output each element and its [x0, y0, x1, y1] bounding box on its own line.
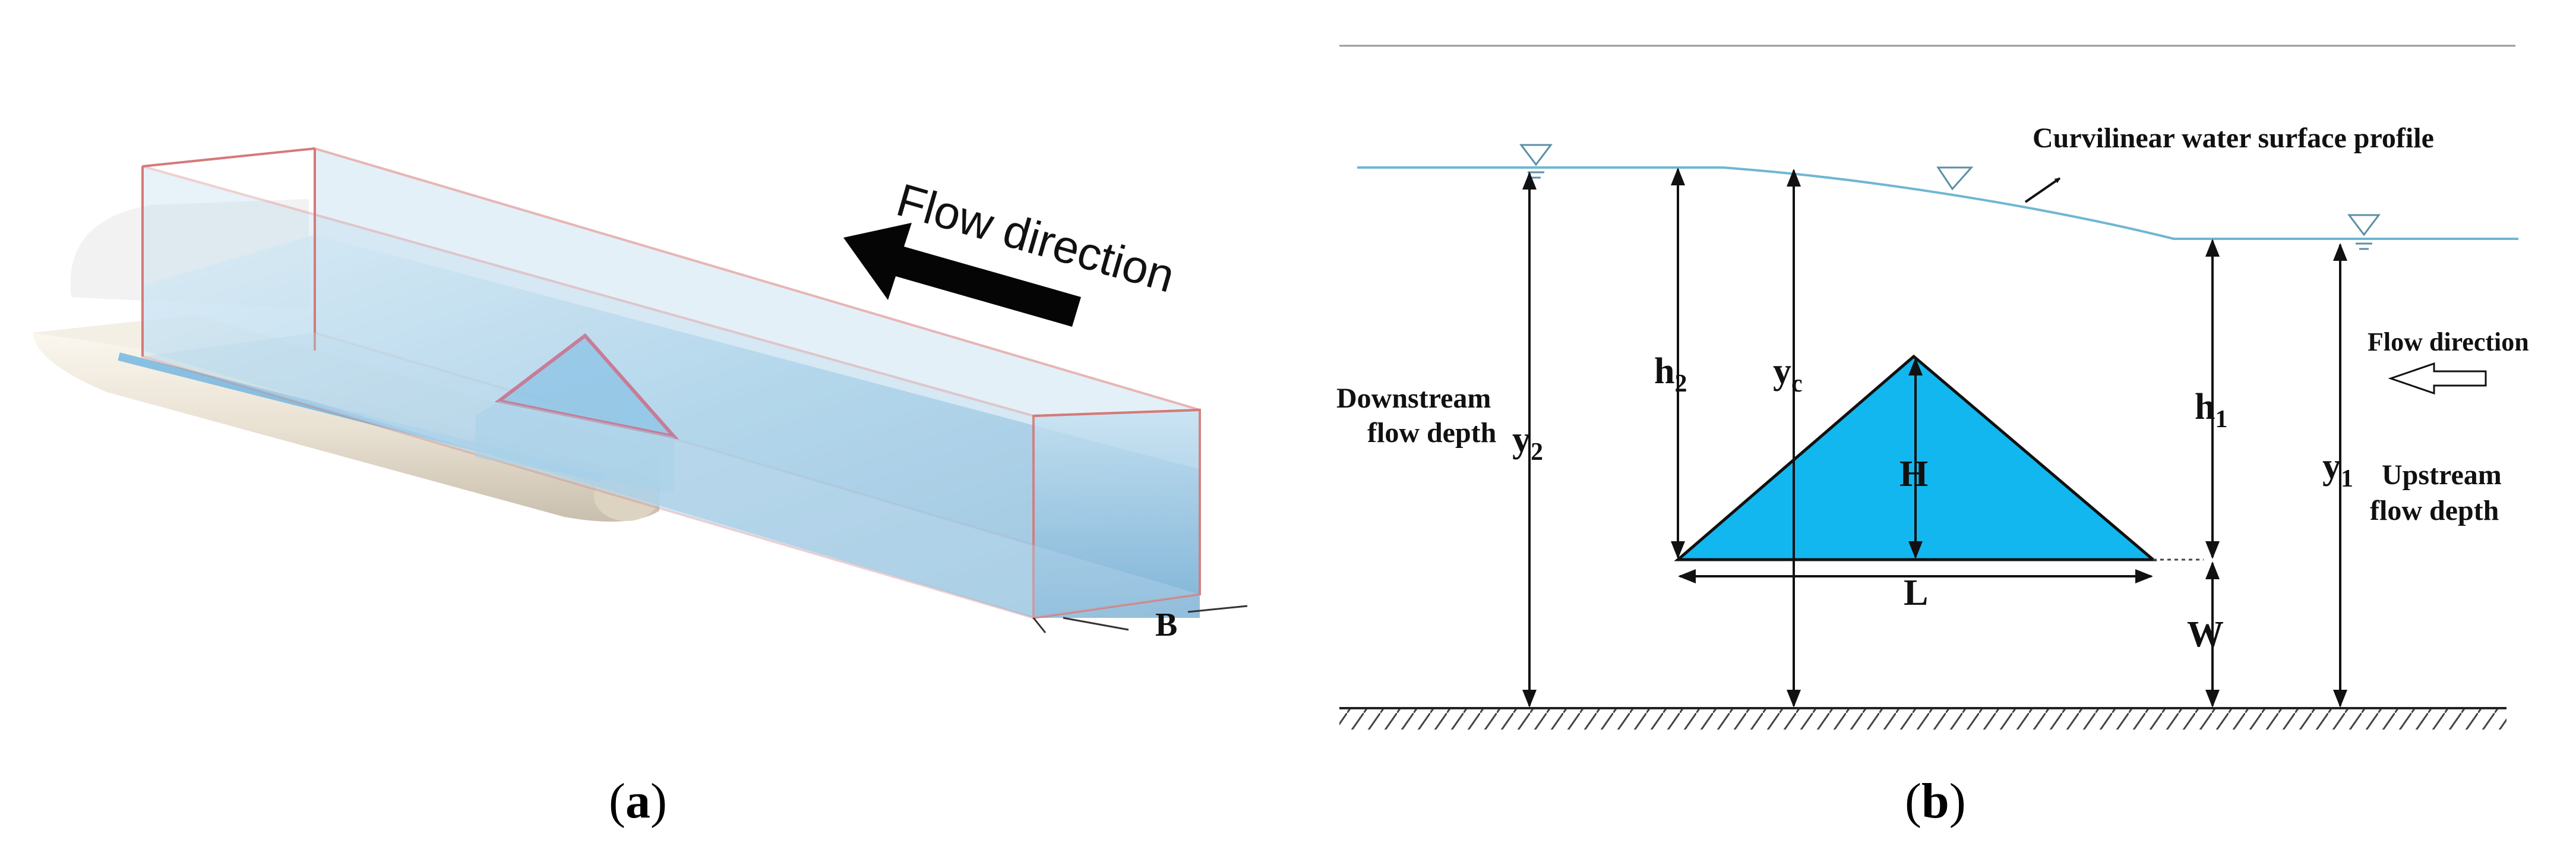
- symbol-W: W: [2187, 614, 2224, 655]
- flow-direction-label-b: Flow direction: [2368, 327, 2529, 356]
- panel-a-channel-illustration: Flow direction B: [33, 147, 1248, 643]
- panel-label-b: (b): [1905, 774, 1966, 829]
- symbol-y1: y1: [2322, 446, 2353, 493]
- upstream-flow-depth-label-1: Upstream: [2382, 459, 2502, 491]
- downstream-flow-depth-label-1: Downstream: [1336, 383, 1491, 414]
- symbol-H: H: [1899, 454, 1928, 494]
- width-symbol-b: B: [1155, 607, 1177, 643]
- upstream-water-level-marker: [2347, 214, 2381, 250]
- water-surface-profile: [1357, 166, 2518, 240]
- profile-pointer-arrow: [2024, 177, 2061, 203]
- symbol-L: L: [1904, 573, 1928, 613]
- symbol-h1: h1: [2195, 387, 2227, 433]
- triangular-weir-3d: [475, 333, 679, 493]
- flow-direction-hollow-arrow: [2388, 362, 2487, 395]
- downstream-flow-depth-label-2: flow depth: [1367, 417, 1496, 449]
- symbol-yc: yc: [1773, 351, 1803, 397]
- channel-bed: [1339, 707, 2507, 730]
- panel-label-a: (a): [609, 774, 667, 829]
- flow-direction-arrow-3d: [843, 223, 1081, 327]
- symbol-h2: h2: [1654, 351, 1687, 397]
- width-dimension-b: [1032, 605, 1248, 633]
- downstream-water-level-marker: [1519, 144, 1553, 179]
- profile-water-level-marker: [1936, 166, 1974, 191]
- upstream-flow-depth-label-2: flow depth: [2370, 495, 2499, 526]
- symbol-y2: y2: [1512, 419, 1543, 466]
- panel-b-weir-schematic: Curvilinear water surface profile y2 h2 …: [1336, 45, 2529, 730]
- outlet-half-pipe: [33, 199, 660, 522]
- water-surface-profile-label: Curvilinear water surface profile: [2033, 122, 2434, 154]
